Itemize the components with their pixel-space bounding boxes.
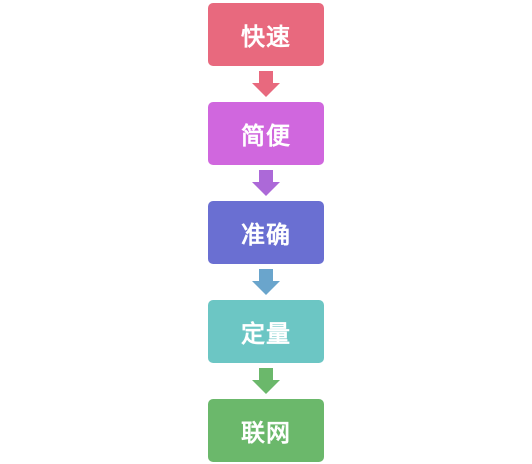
step-box-lianwang: 联网 <box>208 399 324 462</box>
step-box-zhunque: 准确 <box>208 201 324 264</box>
down-arrow-icon <box>252 170 280 196</box>
down-arrow-icon <box>252 368 280 394</box>
down-arrow-icon <box>252 269 280 295</box>
step-box-jianbian: 简便 <box>208 102 324 165</box>
step-box-kuaisu: 快速 <box>208 3 324 66</box>
step-box-dingliang: 定量 <box>208 300 324 363</box>
down-arrow-icon <box>252 71 280 97</box>
